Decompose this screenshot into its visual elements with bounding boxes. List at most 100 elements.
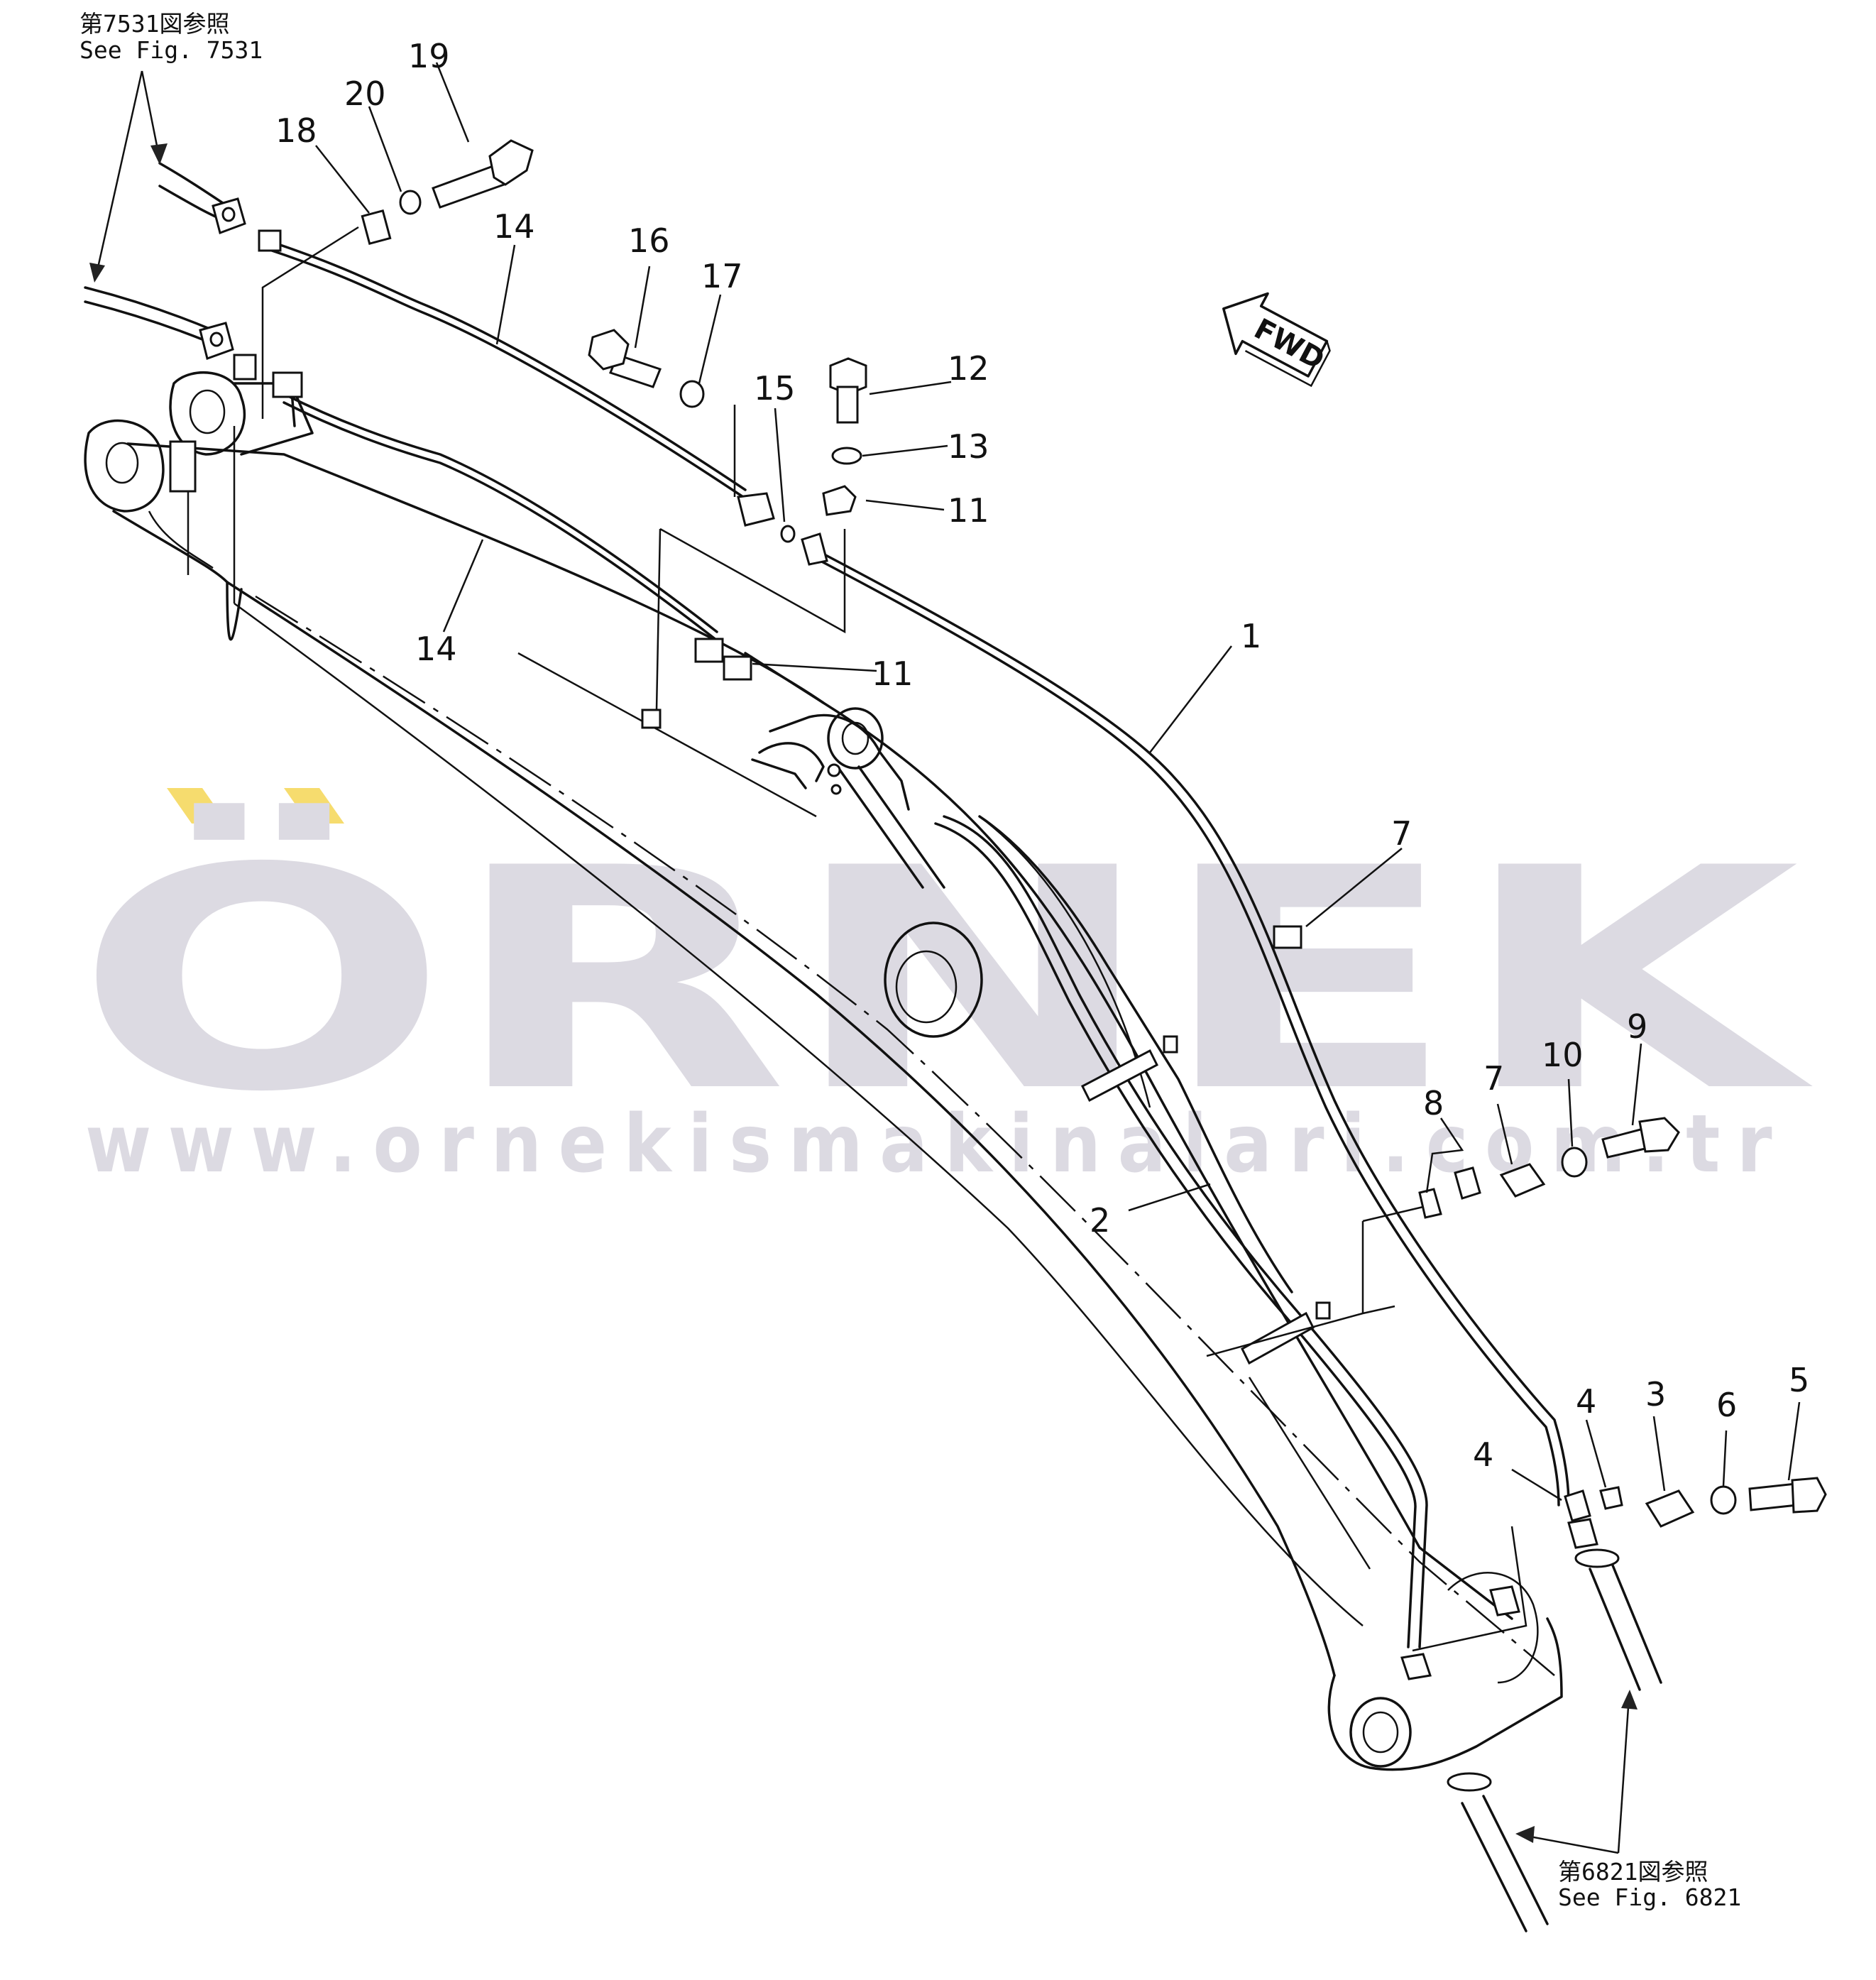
pipe-14-upper-b (268, 248, 747, 500)
clamp-pipe-2-d (1315, 1301, 1331, 1320)
leader-11-mid (752, 662, 877, 672)
leader-6 (1722, 1430, 1728, 1487)
boom-foot-left-hole (105, 442, 139, 484)
leader-7-lower (1496, 1103, 1513, 1165)
leader-16 (634, 266, 651, 349)
watermark-accent-right (284, 788, 344, 824)
arrowhead-ref-top-a (150, 143, 168, 165)
boom-tip-outer (1327, 1617, 1563, 1771)
hose-top-left-b (158, 185, 225, 221)
box-top-left (261, 226, 359, 419)
washer-13 (831, 447, 862, 465)
clamp-tip-a (1489, 1585, 1520, 1617)
leader-3 (1652, 1416, 1666, 1492)
clamp-11-top (822, 485, 857, 516)
callout-18: 18 (275, 111, 317, 150)
boom-tip-eye (1349, 1697, 1412, 1768)
arm-bracket-pin (827, 763, 841, 777)
arm-bracket-pin-2 (830, 784, 842, 795)
bolt-5-shank (1748, 1482, 1799, 1511)
reference-bottom-right-en: See Fig. 6821 (1558, 1883, 1741, 1911)
watermark-url: www.ornekismakinalari.com.tr (85, 1098, 1789, 1191)
leader-7-upper (1305, 848, 1403, 927)
callout-11-mid: 11 (872, 655, 914, 693)
callout-10: 10 (1542, 1036, 1584, 1074)
fwd-marker: FWD (1222, 292, 1331, 388)
callout-5: 5 (1789, 1361, 1809, 1399)
boom-body-line-a (517, 652, 817, 818)
spacer-8-on-pipe (1418, 1188, 1442, 1219)
clamp-upper-left (258, 229, 282, 252)
washer-6 (1710, 1485, 1737, 1515)
leader-11-top (865, 499, 945, 511)
parts (169, 139, 1827, 1680)
washer-15 (780, 525, 796, 543)
fwd-arrow-shadow (1244, 341, 1331, 388)
hose-mid-left-b (84, 300, 207, 342)
pipe-1-a (815, 549, 1570, 1506)
callout-4-right: 4 (1576, 1382, 1596, 1421)
leader-14-top (495, 244, 516, 345)
spacer-4-on-pipe (1564, 1489, 1591, 1522)
spacer-8 (1454, 1166, 1481, 1200)
callout-7-lower: 7 (1483, 1059, 1504, 1098)
leader-4-left (1511, 1468, 1562, 1502)
hose-lower-right-a (1461, 1802, 1527, 1932)
boom-foot-right-hole (189, 389, 226, 434)
clamp-11-mid-b (723, 655, 752, 681)
washer-17 (679, 380, 705, 408)
boom-body (84, 371, 1563, 1771)
leader-2 (1128, 1183, 1211, 1212)
arrow-ref-top-b (94, 70, 143, 278)
arm-bracket-eye (827, 707, 884, 770)
pipe-2-c (978, 815, 1293, 1293)
fitting-top-left-hole (221, 207, 236, 222)
hose-top-left-a (158, 162, 229, 207)
washer-10 (1561, 1147, 1588, 1178)
hose-flange-right (1574, 1548, 1620, 1568)
hose-mid-left-a (84, 286, 214, 332)
watermark-brand: ÖRNEK (75, 800, 1816, 1159)
clamp-16-block (737, 492, 775, 527)
washer-20 (399, 190, 422, 215)
boom-cylinder-boss-inner (895, 950, 958, 1024)
leader-lines (89, 62, 1801, 1854)
callout-14-bottom: 14 (415, 630, 457, 668)
leader-18 (315, 145, 370, 214)
callout-12: 12 (948, 349, 989, 388)
clamp-pipe-2-c (1163, 1035, 1178, 1054)
spacer-4-lower (1567, 1518, 1598, 1549)
boom-foot-skirt (148, 483, 214, 575)
arrowhead-ref-top-b (89, 263, 105, 283)
clamp-lower-left-b (272, 371, 303, 398)
leader-17 (698, 294, 722, 384)
bolt-19-head (488, 139, 534, 186)
clamp-pipe-1-end (801, 532, 828, 566)
leader-5 (1787, 1401, 1801, 1481)
callouts: 1 2 3 4 4 5 6 7 7 8 9 10 11 11 12 13 14 … (275, 37, 1809, 1474)
leader-12 (869, 381, 952, 395)
callout-3: 3 (1645, 1375, 1666, 1413)
pipe-1-b (815, 557, 1560, 1506)
reference-top-left-en: See Fig. 7531 (79, 36, 263, 64)
reference-top-left: 第7531図参照 See Fig. 7531 (79, 10, 263, 64)
clamp-18 (361, 209, 392, 246)
leader-9 (1631, 1043, 1642, 1126)
reference-top-left-jp: 第7531図参照 (79, 10, 229, 38)
leader-19 (435, 62, 470, 143)
hose-right-a (1589, 1568, 1641, 1691)
leader-20 (368, 106, 402, 192)
callout-19: 19 (408, 37, 450, 75)
box-mid (1206, 1205, 1424, 1357)
pipe-2-b (934, 822, 1417, 1648)
callout-8: 8 (1423, 1084, 1444, 1122)
hose-flange-lower (1447, 1772, 1492, 1792)
watermark-accent-left (167, 788, 227, 824)
bolt-12-head (829, 357, 867, 395)
callout-14-top: 14 (493, 207, 535, 246)
boom-foot-left (84, 419, 165, 513)
box-lower (1412, 1526, 1527, 1652)
clamp-foot (169, 440, 197, 493)
